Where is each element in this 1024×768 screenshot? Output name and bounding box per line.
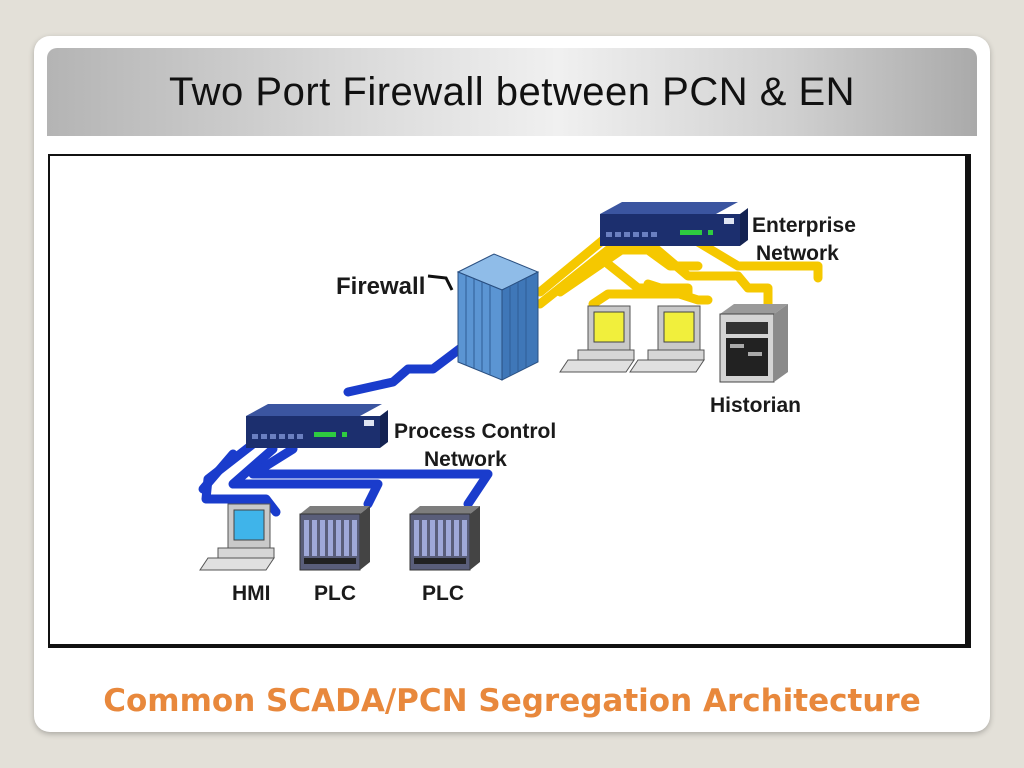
figure-right-rule (965, 156, 969, 646)
plc-1-icon (299, 506, 370, 571)
pcn-label-line2: Network (424, 448, 507, 471)
historian-server-icon (719, 304, 788, 383)
cable-to-workstation-1 (588, 259, 693, 309)
enterprise-label-line1: Enterprise (752, 214, 856, 237)
slide-caption: Common SCADA/PCN Segregation Architectur… (103, 683, 921, 719)
firewall-icon (456, 253, 540, 381)
network-diagram: Firewall Enterprise Network (48, 154, 971, 648)
pcn-switch-icon (246, 404, 388, 448)
cable-to-historian (693, 237, 823, 283)
pcn-cables (198, 321, 495, 517)
cable-firewall-to-pcn-switch (343, 321, 495, 397)
enterprise-switch-icon (600, 202, 748, 246)
figure-bottom-rule (50, 644, 968, 648)
enterprise-workstation-2-icon (629, 305, 705, 373)
enterprise-cables (535, 231, 823, 309)
historian-label: Historian (710, 394, 801, 417)
cable-to-plc-1 (228, 444, 383, 509)
title-band (47, 48, 977, 136)
hmi-label: HMI (232, 582, 271, 605)
pcn-label-line1: Process Control (394, 420, 556, 443)
plc-2-label: PLC (422, 582, 464, 605)
plc-1-label: PLC (314, 582, 356, 605)
hmi-workstation-icon (199, 503, 275, 571)
enterprise-label-line2: Network (756, 242, 839, 265)
cable-firewall-to-enterprise-switch (535, 231, 613, 297)
cable-to-workstation-2 (643, 237, 773, 309)
plc-2-icon (409, 506, 480, 571)
diagram-figure: Firewall Enterprise Network (48, 154, 972, 660)
firewall-label: Firewall (336, 273, 425, 300)
firewall-pointer-arrow (427, 274, 454, 291)
cable-to-plc-2 (248, 444, 493, 509)
figure-border (48, 154, 971, 648)
slide-title: Two Port Firewall between PCN & EN (168, 70, 856, 114)
enterprise-workstation-1-icon (559, 305, 635, 373)
